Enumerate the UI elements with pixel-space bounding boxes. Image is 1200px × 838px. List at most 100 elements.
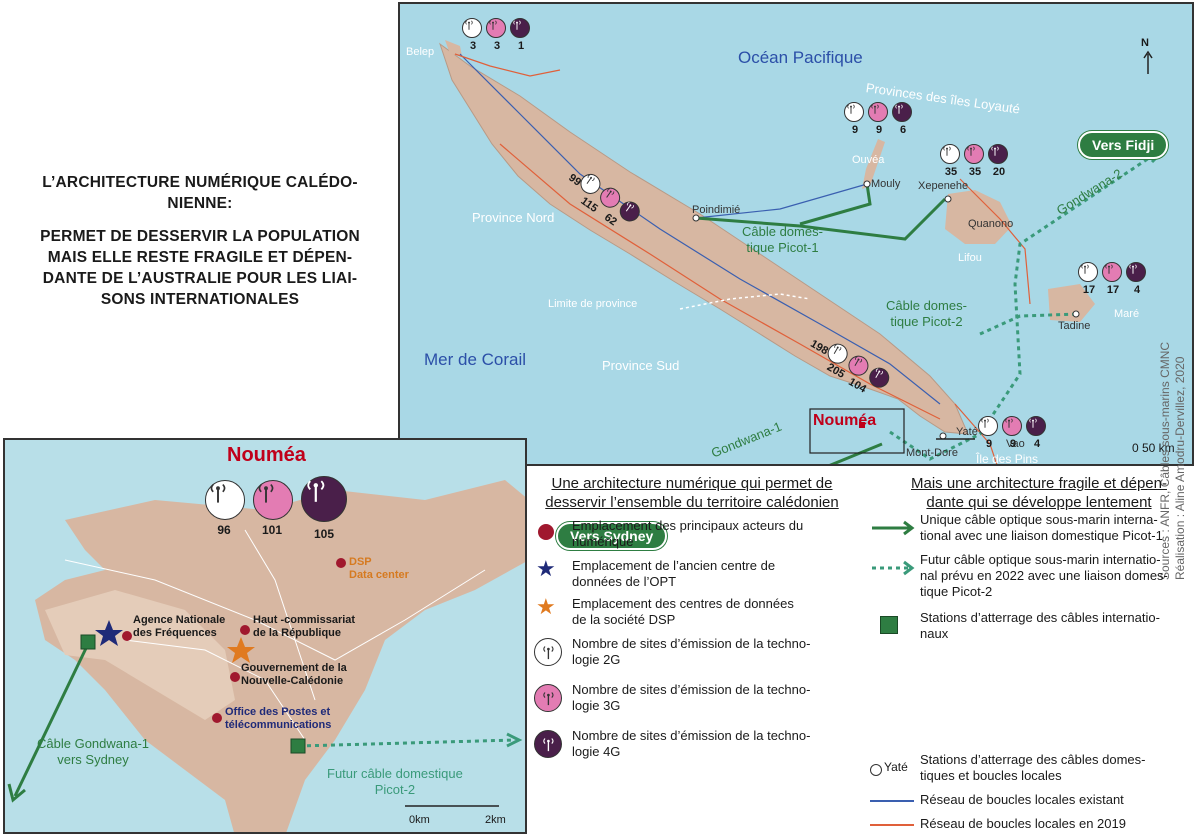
place-mare: Maré: [1114, 308, 1140, 320]
antenna-4g-icon: [534, 730, 562, 758]
actor-gov: [230, 672, 240, 682]
antenna-4g-icon: [1026, 416, 1046, 436]
inset-shapes: [7, 480, 525, 832]
place-yate: Yaté: [956, 426, 978, 438]
gondwana1-cable: [829, 442, 883, 464]
headline: L’ARCHITECTURE NUMÉRIQUE CALÉDO- NIENNE:…: [10, 172, 390, 310]
legend-item: Stations d’atterrage des câbles domes-ti…: [920, 752, 1146, 783]
antenna-2g-icon: [978, 416, 998, 436]
yate-sample-label: Yaté: [884, 760, 908, 774]
cable-arrow-icon: [872, 520, 915, 536]
legend-item: Réseau de boucles locales en 2019: [920, 816, 1126, 831]
legend-item: Réseau de boucles locales existant: [920, 792, 1124, 807]
antenna-3g-icon: [964, 144, 984, 164]
legend-item: Futur câble optique sous-marin internati…: [920, 552, 1168, 599]
red-network-line: [454, 53, 561, 77]
noumea-landmass: [35, 480, 525, 832]
antenna-2g-icon: [462, 18, 482, 38]
station-mouly: [863, 180, 871, 188]
count-2g: 35: [944, 166, 958, 178]
red-network-line: [954, 403, 998, 464]
belep-island: [445, 40, 462, 56]
place-noumea: Nouméa: [813, 412, 877, 429]
count-3g: 3: [493, 40, 501, 52]
antenna-3g-icon: [534, 684, 562, 712]
province-nord-label: Province Nord: [472, 210, 555, 225]
inset-count-2g: 96: [217, 523, 231, 537]
gondwana2-cable: [889, 150, 1159, 461]
inset-count-4g: 105: [313, 527, 335, 541]
legend-item: Unique câble optique sous-marin interna-…: [920, 512, 1163, 543]
ouvea-island: [862, 139, 885, 189]
count-3g: 35: [968, 166, 982, 178]
inset-title: Nouméa: [227, 444, 306, 466]
blue-network-line: [695, 183, 868, 219]
picot1-cable: [695, 197, 947, 241]
place-ile-des-pins: Île des Pins: [976, 452, 1039, 466]
place-xepenehe: Xepenehe: [918, 180, 969, 192]
place-ouvea: Ouvéa: [852, 154, 885, 166]
actor-hc: [240, 625, 250, 635]
antenna-3g-icon: [868, 102, 888, 122]
antenna-3g-icon: [596, 183, 625, 212]
scale-label-50: 50 km: [1142, 441, 1175, 455]
headline-line: DANTE DE L’AUSTRALIE POUR LES LIAI-: [42, 270, 358, 287]
grande-terre-island: [439, 42, 969, 435]
legend-left-title: Une architecture numérique qui permet de…: [545, 475, 839, 511]
station-tadine: [1072, 310, 1080, 318]
place-mont-dore: Mont-Dore: [906, 447, 958, 459]
antenna-4g-icon: [301, 476, 347, 522]
lifou-island: [945, 190, 1012, 244]
province-limit-label: Limite de province: [548, 298, 638, 310]
inset-gondwana1-arrowhead: [7, 783, 26, 803]
count-2g: 9: [985, 438, 993, 450]
actor-opt: [212, 713, 222, 723]
inset-scale-0: 0km: [409, 814, 430, 826]
count-4g: 6: [899, 124, 907, 136]
count-2g: 17: [1082, 284, 1096, 296]
antenna-2g-icon: [576, 170, 605, 198]
antenna-2g-icon: [205, 480, 245, 520]
red-network-icon: [870, 824, 914, 826]
road-line: [244, 529, 316, 701]
antenna-2g-icon: [940, 144, 960, 164]
source-line2: Réalisation : Aline Amodru-Dervillez, 20…: [1173, 356, 1187, 580]
actor-anf: [122, 631, 132, 641]
count-3g: 9: [1009, 438, 1017, 450]
inset-picot2-arrowhead: [506, 732, 523, 748]
place-lifou: Lifou: [958, 252, 982, 264]
domestic-station-icon: [870, 764, 882, 776]
noumea-station: [859, 422, 865, 428]
antenna-4g-icon: [892, 102, 912, 122]
antenna-2g-icon: [844, 102, 864, 122]
dsp-star-icon: ★: [536, 594, 556, 619]
legend-right-title: Mais une architecture fragile et dépen-d…: [911, 475, 1167, 511]
station-yate: [939, 432, 947, 440]
landing-station-icon: [880, 616, 898, 634]
count-2g: 9: [851, 124, 859, 136]
blue-network-line: [459, 53, 941, 405]
actor-dsp: [336, 558, 346, 568]
province-sud-label: Province Sud: [602, 358, 680, 373]
antenna-2g-icon: [534, 638, 562, 666]
antenna-3g-icon: [844, 352, 873, 380]
place-vao: Vao: [1006, 438, 1025, 450]
main-map[interactable]: Océan Pacifique Mer de Corail Provinces …: [398, 2, 1194, 466]
legend-item: Nombre de sites d’émission de la techno-…: [572, 682, 811, 713]
noumea-peninsula: [45, 590, 235, 720]
count-4g: 4: [1133, 284, 1141, 296]
count-4g: 4: [1033, 438, 1041, 450]
count-4g: 20: [992, 166, 1006, 178]
legend-item: Stations d’atterrage des câbles internat…: [920, 610, 1160, 641]
mer-corail-label: Mer de Corail: [424, 350, 527, 369]
antenna-2g-icon: [1078, 262, 1098, 282]
antenna-3g-icon: [1002, 416, 1022, 436]
place-mouly: Mouly: [871, 178, 901, 190]
